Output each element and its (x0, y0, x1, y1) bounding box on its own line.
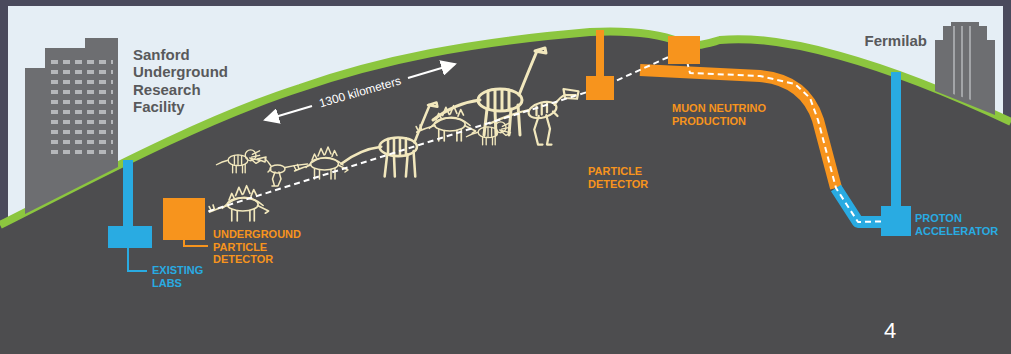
neutrino-source: MUON NEUTRINO PRODUCTION (668, 36, 700, 64)
neutrino-beam (688, 64, 881, 222)
earth (0, 31, 1011, 354)
triceratops-skeleton (216, 150, 260, 173)
trex-skeleton (490, 89, 579, 145)
building-outline (25, 38, 118, 214)
stegosaurus-skeleton (294, 147, 348, 179)
node-label: PROTON ACCELERATOR (915, 212, 1007, 237)
leader-line (184, 240, 208, 246)
distance-arrow (265, 106, 312, 120)
near-detector: PARTICLE DETECTOR (586, 76, 614, 100)
stegosaurus-skeleton (209, 186, 268, 221)
beamline-tunnel (640, 70, 836, 188)
proton-accelerator: PROTON ACCELERATOR (881, 206, 911, 236)
distance-arrow (408, 64, 455, 78)
accelerator-shaft (891, 72, 901, 222)
neutrino-beam (205, 92, 586, 212)
lab-shaft (123, 160, 133, 228)
node-label: PARTICLE DETECTOR (588, 165, 668, 190)
node-label: UNDERGROUND PARTICLE DETECTOR (213, 228, 313, 266)
research-facility-building: Sanford Underground Research Facility (25, 38, 118, 214)
node-label: EXISTING LABS (152, 264, 224, 289)
ground-surface (0, 31, 1011, 225)
building-windows (953, 26, 977, 102)
neutrino-beam (614, 57, 668, 81)
building-windows (49, 54, 113, 158)
building-outline (935, 22, 995, 114)
raptor-skeleton (257, 157, 308, 186)
detector-shaft (596, 30, 604, 78)
dinosaur-skeletons (209, 48, 578, 221)
node-label: Sanford Underground Research Facility (133, 46, 237, 115)
existing-labs: EXISTING LABS (108, 226, 152, 248)
leader-line (128, 248, 147, 271)
building-body (25, 38, 118, 214)
node-label: Fermilab (864, 32, 927, 49)
far-detector: UNDERGROUND PARTICLE DETECTOR (163, 198, 205, 240)
laboratory-building: Fermilab (935, 22, 995, 114)
slide-number: 4 (884, 318, 896, 344)
triceratops-skeleton (466, 122, 510, 145)
building-body (935, 22, 995, 115)
stegosaurus-skeleton (416, 106, 475, 141)
node-label: MUON NEUTRINO PRODUCTION (672, 102, 776, 127)
